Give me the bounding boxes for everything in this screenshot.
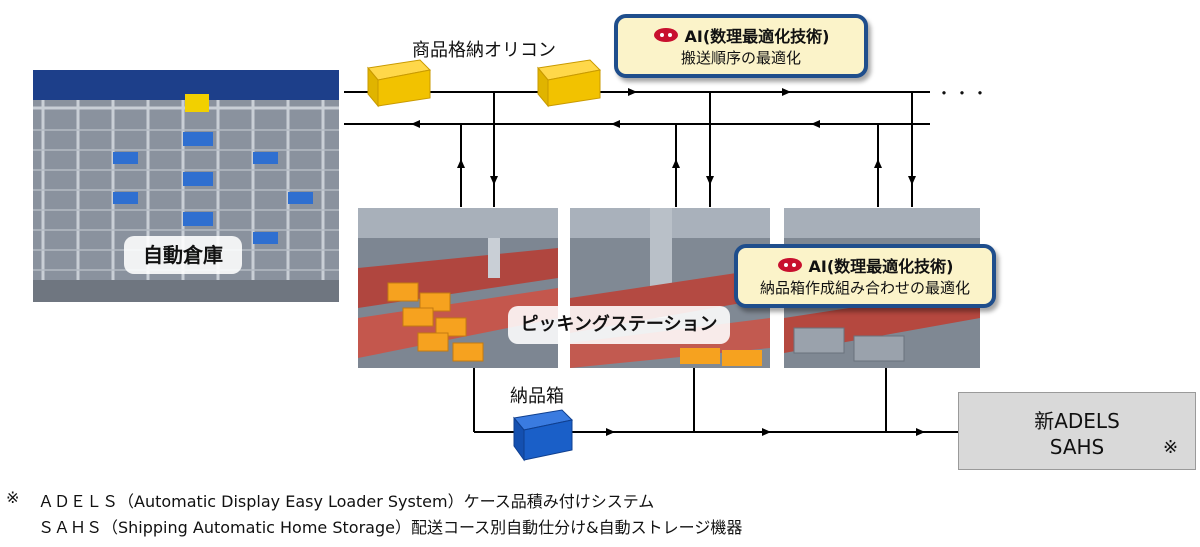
- footnote-sahs: ＳＡＨＳ（Shipping Automatic Home Storage）配送コ…: [38, 518, 743, 537]
- yellow-crate-icon: [367, 59, 432, 108]
- destination-box: 新ADELS SAHS ※: [958, 392, 1196, 470]
- destination-line2: SAHS: [1049, 435, 1105, 459]
- destination-line1: 新ADELS: [1034, 409, 1120, 433]
- product-container-label: 商品格納オリコン: [412, 40, 556, 61]
- continuation-ellipsis: ・・・: [936, 84, 991, 103]
- warehouse-label: 自動倉庫: [124, 236, 242, 274]
- delivery-box-label: 納品箱: [510, 386, 564, 407]
- picking-station-label: ピッキングステーション: [508, 306, 730, 344]
- ai-logo-icon: [777, 258, 802, 272]
- footnote-adels: ＡＤＥＬＳ（Automatic Display Easy Loader Syst…: [38, 492, 655, 511]
- destination-note-mark: ※: [1163, 437, 1179, 458]
- ai-box-title: AI(数理最適化技術): [684, 27, 830, 46]
- ai-box-transport-order: AI(数理最適化技術) 搬送順序の最適化: [614, 14, 868, 78]
- footnote-mark: ※: [6, 488, 20, 507]
- yellow-crate-icon: [537, 59, 602, 108]
- picking-station-photo-1: [358, 208, 558, 368]
- ai-box-subtitle: 搬送順序の最適化: [680, 49, 801, 67]
- ai-logo-icon: [653, 28, 678, 42]
- ai-box-title: AI(数理最適化技術): [808, 257, 954, 276]
- blue-crate-icon: [513, 409, 574, 462]
- ai-box-subtitle: 納品箱作成組み合わせの最適化: [759, 279, 970, 297]
- ai-box-box-combination: AI(数理最適化技術) 納品箱作成組み合わせの最適化: [734, 244, 996, 308]
